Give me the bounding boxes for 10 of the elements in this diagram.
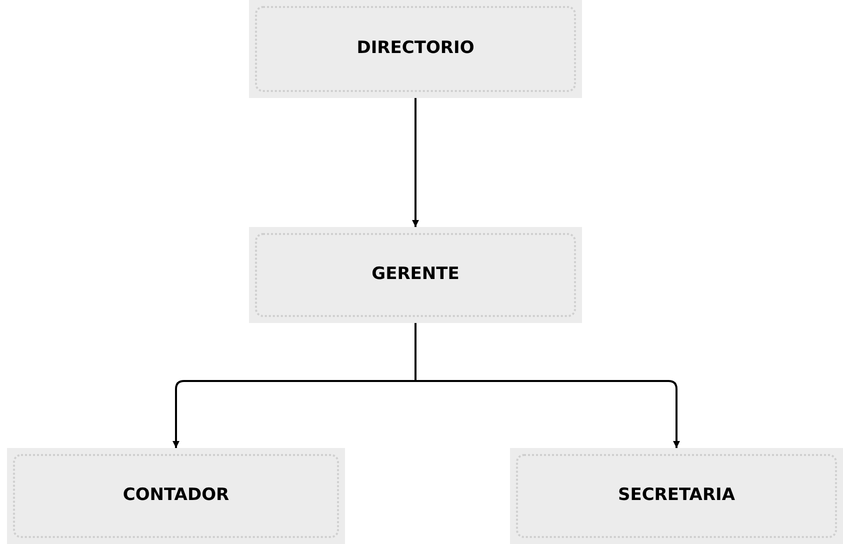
- org-box: [510, 448, 843, 544]
- org-box: [249, 227, 582, 323]
- box-label: CONTADOR: [122, 484, 230, 508]
- arrow: [412, 98, 419, 227]
- box-label: GERENTE: [372, 263, 460, 286]
- arrow: [414, 323, 680, 448]
- box-label: SECRETARIA: [618, 484, 736, 508]
- org-box: [7, 448, 345, 544]
- box-label: DIRECTORIO: [356, 37, 474, 60]
- org-box: [249, 0, 582, 98]
